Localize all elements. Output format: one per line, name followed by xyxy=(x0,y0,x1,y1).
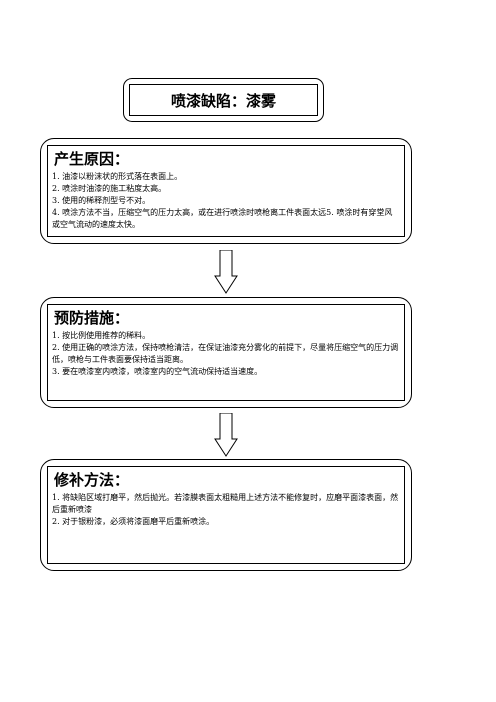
list-item: 1. 油漆以粉沫状的形式落在表面上。 xyxy=(52,172,183,181)
section-repair-list: 1. 将缺陷区域打磨平，然后抛光。若漆膜表面太粗糙用上述方法不能修复时，应磨平面… xyxy=(52,492,400,528)
list-item: 1. 按比例使用推荐的稀料。 xyxy=(52,331,151,340)
list-item: 3. 要在喷漆室内喷漆，喷漆室内的空气流动保持适当速度。 xyxy=(52,367,263,376)
down-arrow-icon xyxy=(214,413,238,457)
section-repair-frame: 修补方法： 1. 将缺陷区域打磨平，然后抛光。若漆膜表面太粗糙用上述方法不能修复… xyxy=(47,466,405,564)
section-prevention-frame: 预防措施： 1. 按比例使用推荐的稀料。 2. 使用正确的喷涂方法，保持喷枪清洁… xyxy=(47,304,405,401)
list-item: 3. 使用的稀释剂型号不对。 xyxy=(52,196,151,205)
list-item: 2. 使用正确的喷涂方法，保持喷枪清洁，在保证油漆充分雾化的前提下，尽量将压缩空… xyxy=(52,343,399,364)
list-item: 1. 将缺陷区域打磨平，然后抛光。若漆膜表面太粗糙用上述方法不能修复时，应磨平面… xyxy=(52,493,399,514)
section-causes-list: 1. 油漆以粉沫状的形式落在表面上。 2. 喷涂时油漆的施工粘度太高。 3. 使… xyxy=(52,171,400,231)
section-causes-frame: 产生原因： 1. 油漆以粉沫状的形式落在表面上。 2. 喷涂时油漆的施工粘度太高… xyxy=(47,145,405,237)
section-prevention-list: 1. 按比例使用推荐的稀料。 2. 使用正确的喷涂方法，保持喷枪清洁，在保证油漆… xyxy=(52,330,400,378)
section-causes-heading: 产生原因： xyxy=(54,150,130,168)
section-repair-heading: 修补方法： xyxy=(54,471,130,489)
list-item: 2. 喷涂时油漆的施工粘度太高。 xyxy=(52,184,167,193)
title-box: 喷漆缺陷：漆雾 xyxy=(123,78,324,122)
diagram-title: 喷漆缺陷：漆雾 xyxy=(129,84,318,116)
list-item: 4. 喷涂方法不当，压缩空气的压力太高，或在进行喷涂时喷枪离工件表面太远5. 喷… xyxy=(52,208,393,229)
down-arrow-icon xyxy=(214,250,238,294)
section-repair: 修补方法： 1. 将缺陷区域打磨平，然后抛光。若漆膜表面太粗糙用上述方法不能修复… xyxy=(40,459,412,571)
section-prevention-heading: 预防措施： xyxy=(54,309,130,327)
section-prevention: 预防措施： 1. 按比例使用推荐的稀料。 2. 使用正确的喷涂方法，保持喷枪清洁… xyxy=(40,297,412,408)
list-item: 2. 对于银粉漆，必须将漆面磨平后重新喷涂。 xyxy=(52,517,215,526)
section-causes: 产生原因： 1. 油漆以粉沫状的形式落在表面上。 2. 喷涂时油漆的施工粘度太高… xyxy=(40,138,412,244)
